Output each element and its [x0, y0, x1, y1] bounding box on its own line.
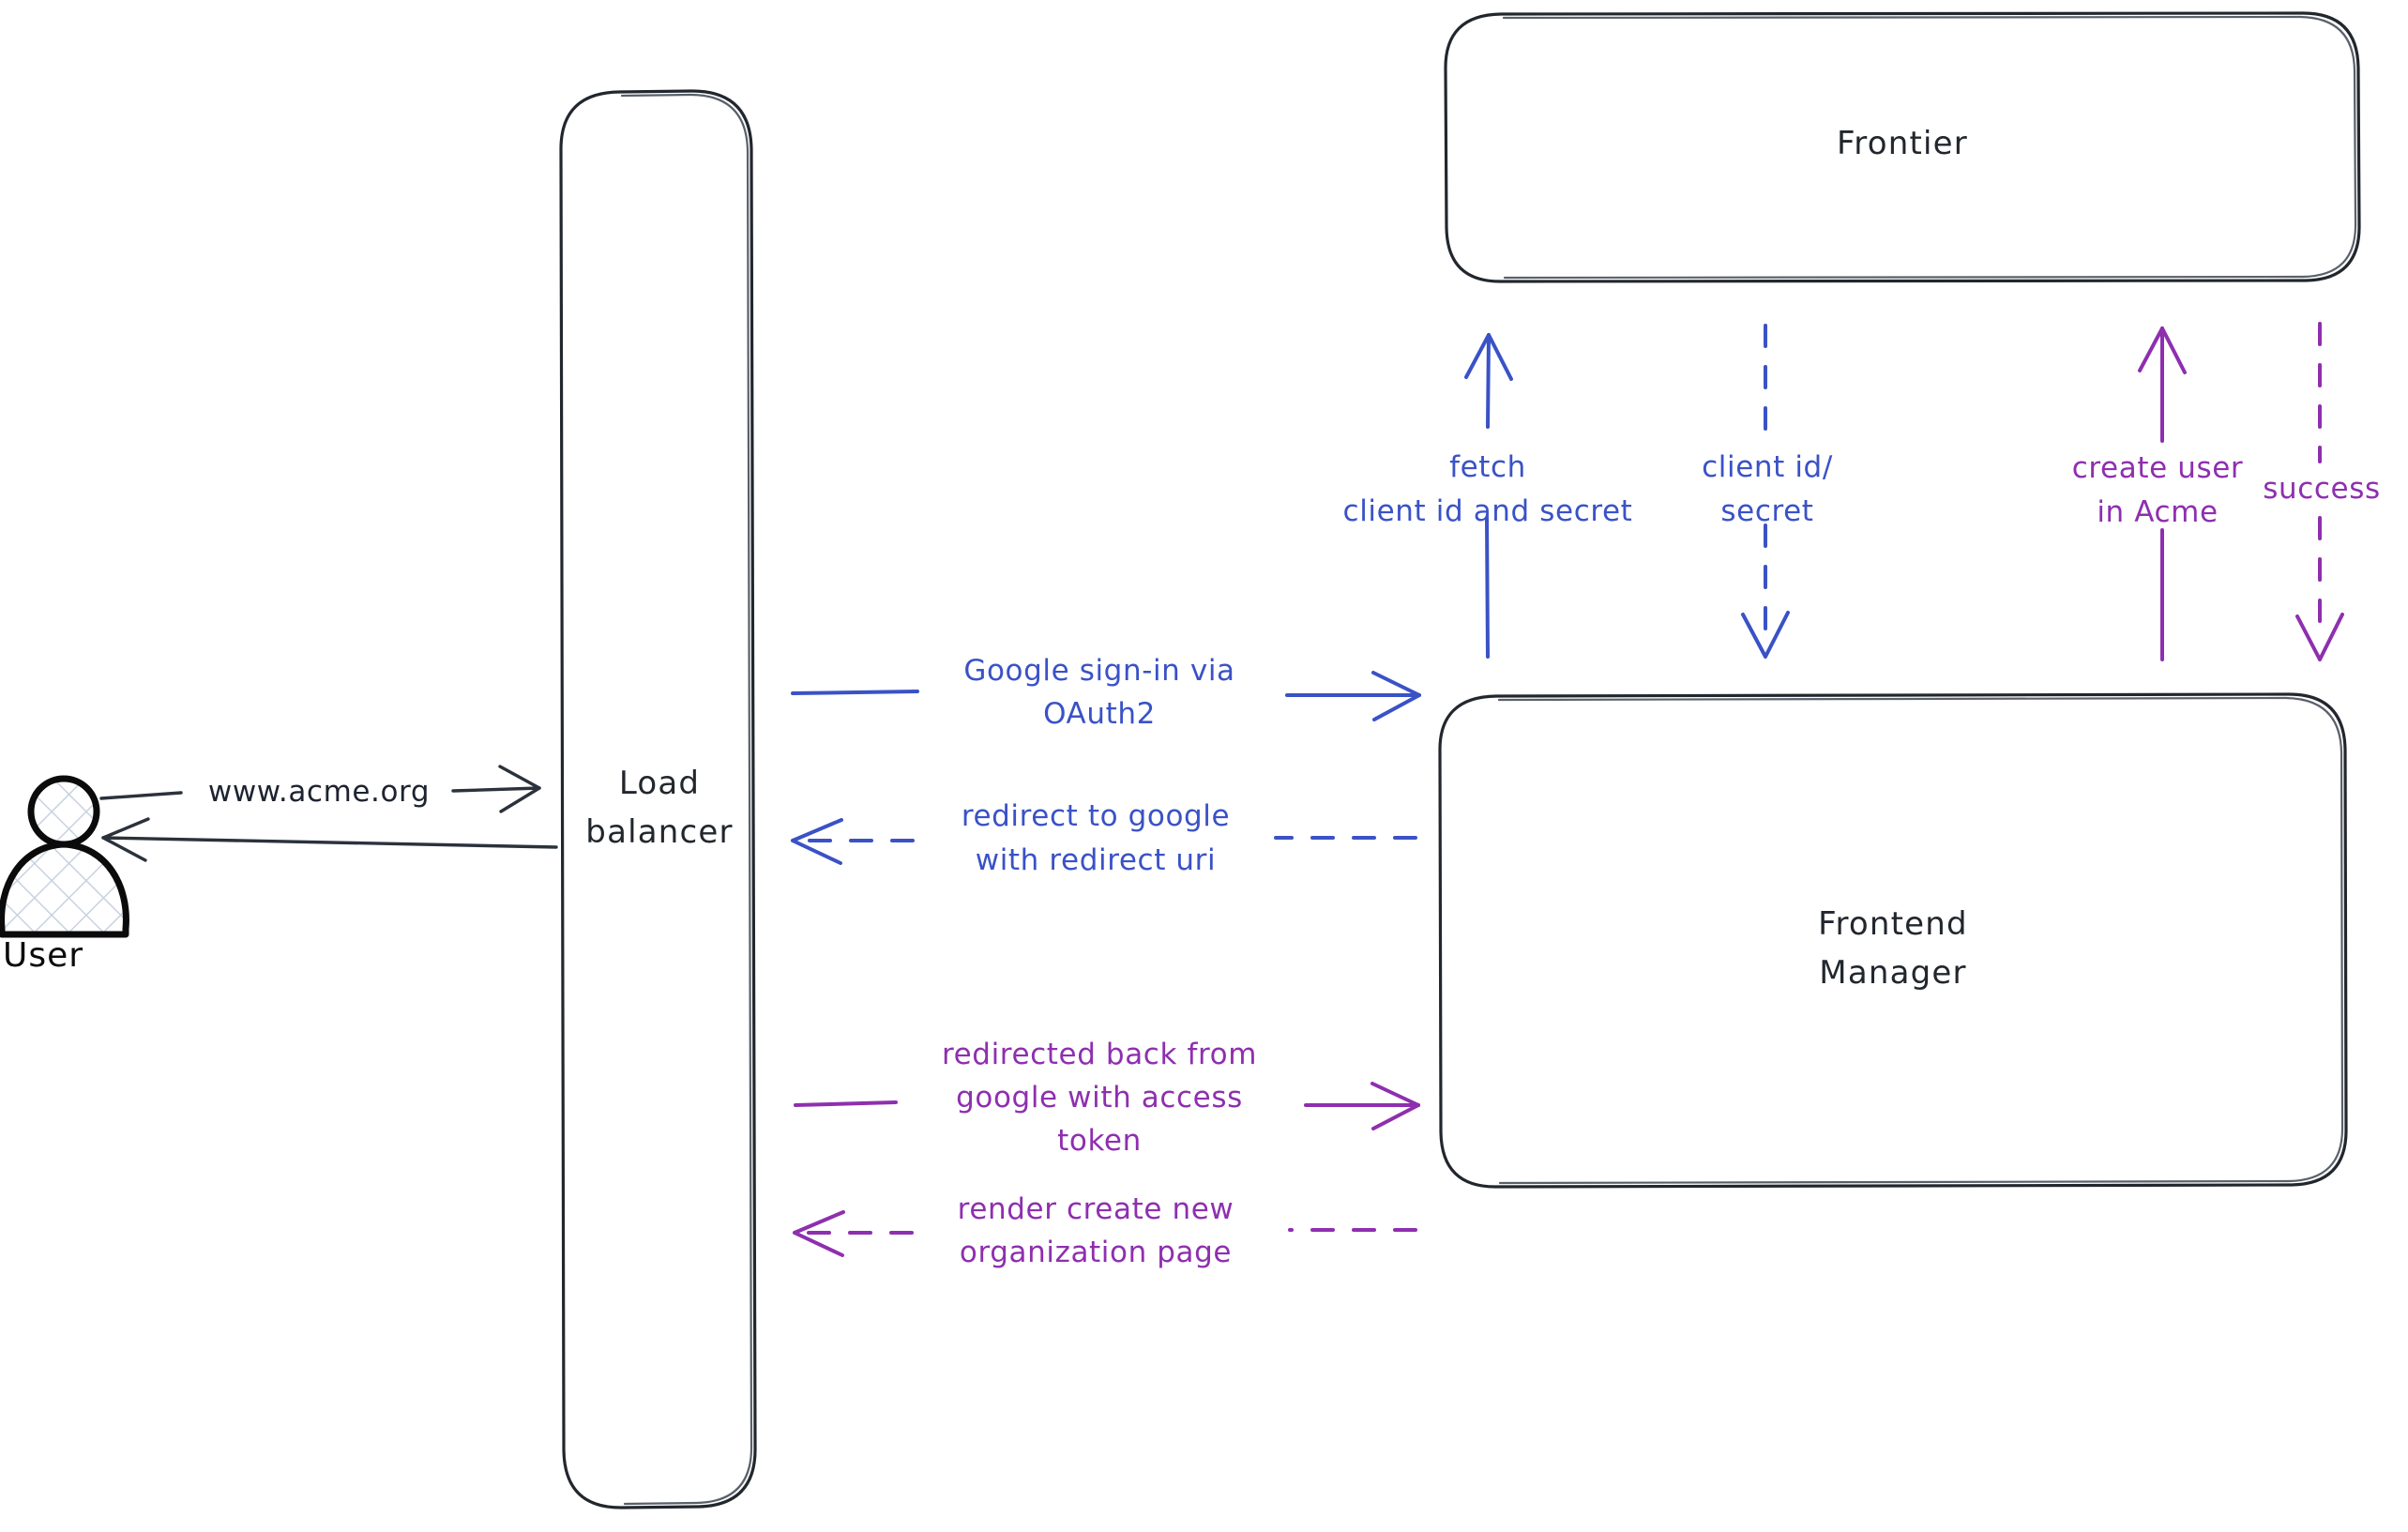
node-load-balancer-label-line2: balancer	[585, 813, 733, 851]
edge-render-create-org-label-line2: organization page	[960, 1236, 1232, 1269]
node-frontend-manager-label-line1: Frontend	[1818, 905, 1968, 943]
edge-redirect-to-google-label-line2: with redirect uri	[976, 843, 1216, 877]
edge-redirect-to-google[interactable]: redirect to google with redirect uri	[791, 799, 1417, 877]
edge-user-to-load-balancer-label: www.acme.org	[208, 775, 430, 809]
edge-redirected-back-token-label-line1: redirected back from	[942, 1038, 1257, 1071]
edge-render-create-org[interactable]: render create new organization page	[793, 1192, 1417, 1269]
node-frontend-manager[interactable]: Frontend Manager	[1438, 692, 2348, 1189]
edge-user-to-load-balancer[interactable]: www.acme.org	[99, 765, 541, 813]
edge-client-id-secret-response-label-line1: client id/	[1702, 450, 1833, 484]
edge-google-signin-label-line1: Google sign-in via	[963, 654, 1234, 688]
edge-success-response[interactable]: success	[2263, 322, 2380, 661]
edge-redirected-back-token-label-line3: token	[1057, 1124, 1142, 1158]
edge-create-user-in-acme-label-line2: in Acme	[2097, 495, 2218, 529]
edge-render-create-org-label-line1: render create new	[958, 1192, 1234, 1226]
edge-create-user-in-acme[interactable]: create user in Acme	[2072, 326, 2243, 661]
edge-redirected-back-token[interactable]: redirected back from google with access …	[794, 1038, 1420, 1158]
edge-load-balancer-to-user[interactable]	[101, 817, 558, 862]
edge-fetch-client-id-secret[interactable]: fetch client id and secret	[1343, 333, 1633, 659]
edge-create-user-in-acme-label-line1: create user	[2072, 451, 2243, 485]
edge-google-signin-label-line2: OAuth2	[1043, 697, 1156, 731]
edge-fetch-client-id-secret-label-line2: client id and secret	[1343, 494, 1633, 528]
node-frontier[interactable]: Frontier	[1444, 11, 2361, 283]
edge-redirected-back-token-label-line2: google with access	[956, 1081, 1243, 1115]
edge-redirect-to-google-label-line1: redirect to google	[962, 799, 1230, 833]
node-load-balancer-label-line1: Load	[619, 765, 700, 802]
edge-success-response-label: success	[2263, 472, 2380, 506]
actor-user[interactable]: User	[0, 775, 129, 975]
edge-client-id-secret-response-label-line2: secret	[1720, 494, 1813, 528]
edge-fetch-client-id-secret-label-line1: fetch	[1449, 450, 1526, 484]
node-frontend-manager-label-line2: Manager	[1819, 954, 1966, 992]
edge-client-id-secret-response[interactable]: client id/ secret	[1702, 324, 1833, 659]
actor-user-label: User	[3, 936, 83, 975]
edge-google-signin[interactable]: Google sign-in via OAuth2	[791, 654, 1421, 731]
node-load-balancer[interactable]: Load balancer	[559, 89, 757, 1509]
node-frontier-label: Frontier	[1837, 125, 1968, 162]
